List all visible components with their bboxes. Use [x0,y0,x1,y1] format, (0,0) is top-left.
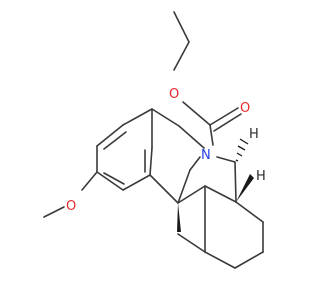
aromatic-inner-3 [103,172,125,185]
nitrogen-bridge-bond-2 [177,169,191,204]
wedge-bond-h-lower [236,174,254,202]
aromatic-inner-1 [103,131,127,150]
carbonyl-double-bond-a [209,107,239,126]
hydrogen-upper-label: H [249,127,259,142]
ring-bond-5 [122,174,151,191]
hydrogen-lower-label: H [256,169,266,184]
carbonyl-oxygen-label: O [240,101,250,116]
molecule-structure: O O O N H H [43,11,266,269]
ring-quaternary-bond [149,174,179,204]
methoxy-oxygen-label: O [66,199,76,214]
nitrogen-bridge-bond-1 [189,156,201,171]
ester-oxygen-label: O [169,87,179,102]
cyclohexane-bond-2 [204,185,237,203]
ring-bond-6 [149,147,153,176]
nitrogen-alpha-bond [216,156,236,163]
ch2-nitrogen-bond [178,125,205,149]
benzyl-ch2-bond [151,108,180,127]
carbonyl-nitrogen-bond [209,124,214,146]
ethyl-ch3-bond [173,11,190,43]
hashed-bond-h-upper [235,138,249,162]
ring-bond-2 [96,124,124,147]
cyclohexane-bond-1 [177,185,206,204]
alpha-junction-bond [234,161,237,203]
ring-bond-1 [122,108,153,126]
carbonyl-double-bond-b [213,113,242,132]
cyclohexane-bond-5 [234,251,264,269]
ester-o-carbon-bond [182,101,211,126]
nitrogen-label: N [201,148,211,163]
cyclohexane-bond-3 [235,201,264,223]
cyclohexane-bond-6 [204,251,236,269]
wedge-bond-quaternary [177,203,181,232]
methoxy-methyl-bond [43,206,65,218]
ethyl-ch2-bond [173,41,190,71]
methoxy-ring-bond [81,171,98,191]
cyclohexane-bond-7 [177,233,206,253]
ring-bond-4 [96,171,124,191]
